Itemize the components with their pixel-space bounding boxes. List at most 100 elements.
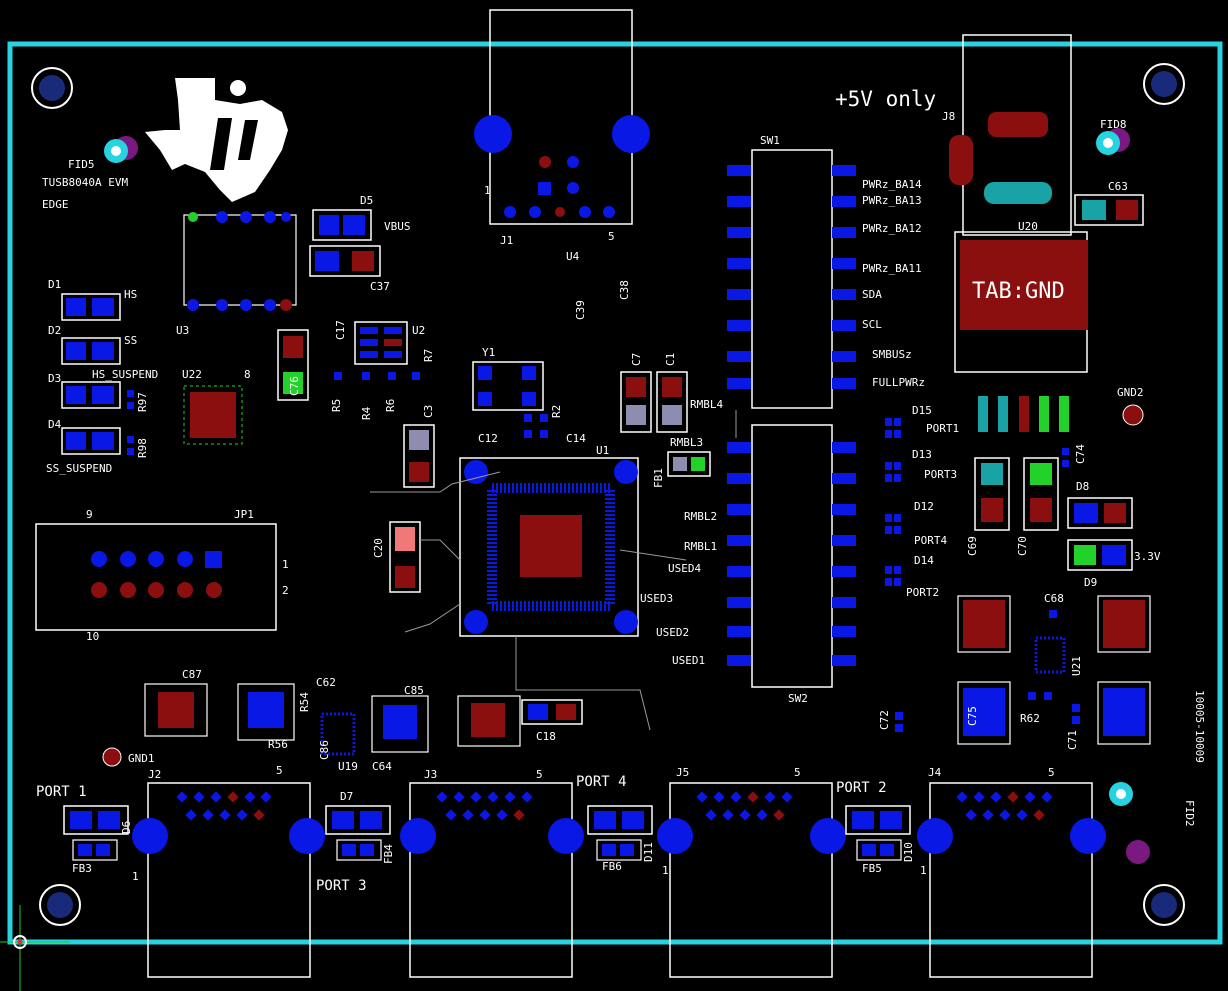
label-c69: C69 — [966, 536, 979, 556]
label-d9: D9 — [1084, 576, 1097, 589]
header-jp1 — [35, 523, 277, 631]
label-port2-small: PORT2 — [906, 586, 939, 599]
cap-c63 — [1074, 194, 1144, 226]
label-c12: C12 — [478, 432, 498, 445]
label-jp1-pin1: 1 — [282, 558, 289, 571]
regulator-u20 — [954, 231, 1088, 373]
label-c7: C7 — [630, 353, 643, 366]
label-d11: D11 — [642, 842, 655, 862]
label-used3: USED3 — [640, 592, 673, 605]
label-d10: D10 — [902, 842, 915, 862]
label-d8: D8 — [1076, 480, 1089, 493]
switch-sw1 — [727, 149, 856, 409]
label-j2: J2 — [148, 768, 161, 781]
label-rmbl3: RMBL3 — [670, 436, 703, 449]
label-c74: C74 — [1074, 444, 1087, 464]
edge-label: EDGE — [42, 198, 69, 211]
label-rmbl1: RMBL1 — [684, 540, 717, 553]
label-j2-pin5: 5 — [276, 764, 283, 777]
label-port4-small: PORT4 — [914, 534, 947, 547]
gnd2-testpoint — [1122, 404, 1144, 426]
chip-u22 — [183, 385, 243, 445]
label-pwr-ba13: PWRz_BA13 — [862, 194, 922, 207]
label-fb3: FB3 — [72, 862, 92, 875]
label-port3: PORT 3 — [316, 878, 367, 894]
label-c70: C70 — [1016, 536, 1029, 556]
label-sw1: SW1 — [760, 134, 780, 147]
label-scl: SCL — [862, 318, 882, 331]
label-fid5: FID5 — [68, 158, 95, 171]
label-fullpwrz: FULLPWRz — [872, 376, 925, 389]
label-c39: C39 — [574, 300, 587, 320]
label-c20: C20 — [372, 538, 385, 558]
switch-sw2 — [727, 424, 856, 688]
cap-c20 — [389, 521, 421, 593]
label-port3-small: PORT3 — [924, 468, 957, 481]
label-u22: U22 — [182, 368, 202, 381]
label-fb6: FB6 — [602, 860, 622, 873]
label-ss-suspend: SS_SUSPEND — [46, 462, 112, 475]
label-d13: D13 — [912, 448, 932, 461]
label-sw2: SW2 — [788, 692, 808, 705]
crystal-y1 — [472, 361, 544, 411]
label-j4-pin5: 5 — [1048, 766, 1055, 779]
connector-j1 — [474, 9, 650, 225]
ferrite-fb1 — [667, 451, 711, 477]
label-c87: C87 — [182, 668, 202, 681]
board-outline — [7, 41, 1223, 945]
label-u20: U20 — [1018, 220, 1038, 233]
label-j8: J8 — [942, 110, 955, 123]
label-d4: D4 — [48, 418, 62, 431]
label-c72: C72 — [878, 710, 891, 730]
label-hs: HS — [124, 288, 137, 301]
fiducials — [104, 128, 1150, 864]
label-d1: D1 — [48, 278, 61, 291]
tab-gnd-label: TAB:GND — [972, 279, 1065, 304]
label-gnd2: GND2 — [1117, 386, 1144, 399]
label-pwr-ba12: PWRz_BA12 — [862, 222, 922, 235]
chip-u1 — [459, 457, 639, 637]
chip-u2 — [354, 321, 408, 365]
mounting-holes — [31, 63, 1185, 926]
board-name: TUSB8040A EVM — [42, 176, 128, 189]
label-port1-small: PORT1 — [926, 422, 959, 435]
label-j5-pin5: 5 — [794, 766, 801, 779]
label-r56: R56 — [268, 738, 288, 751]
label-u21: U21 — [1070, 656, 1083, 676]
label-fid2: FID2 — [1183, 800, 1196, 827]
label-r62: R62 — [1020, 712, 1040, 725]
label-used1: USED1 — [672, 654, 705, 667]
label-j5: J5 — [676, 766, 689, 779]
label-j3: J3 — [424, 768, 437, 781]
ti-logo — [145, 78, 288, 202]
label-c85: C85 — [404, 684, 424, 697]
label-fb5: FB5 — [862, 862, 882, 875]
label-j1: J1 — [500, 234, 513, 247]
label-u2: U2 — [412, 324, 425, 337]
label-r97: R97 — [136, 392, 149, 412]
label-d15: D15 — [912, 404, 932, 417]
label-gnd1: GND1 — [128, 752, 155, 765]
label-jp1-pin10: 10 — [86, 630, 99, 643]
label-smbusz: SMBUSz — [872, 348, 912, 361]
label-jp1-pin9: 9 — [86, 508, 93, 521]
small-smd-pads — [127, 372, 1080, 732]
leds-d8-d9 — [1067, 497, 1133, 571]
label-r54: R54 — [298, 692, 311, 712]
chip-u21-area — [957, 595, 1151, 745]
label-r98: R98 — [136, 438, 149, 458]
gnd1-testpoint — [102, 747, 122, 767]
label-d6: D6 — [120, 821, 133, 834]
chip-u3 — [183, 211, 297, 311]
origin-marker — [0, 905, 70, 991]
label-c18: C18 — [536, 730, 556, 743]
label-hs-suspend: HS_SUSPEND — [92, 368, 158, 381]
connector-j8 — [949, 34, 1072, 236]
label-d14: D14 — [914, 554, 934, 567]
label-pwr-ba14: PWRz_BA14 — [862, 178, 922, 191]
label-d3: D3 — [48, 372, 61, 385]
label-j5-pin1: 1 — [662, 864, 669, 877]
label-u3: U3 — [176, 324, 189, 337]
traces — [370, 410, 737, 731]
